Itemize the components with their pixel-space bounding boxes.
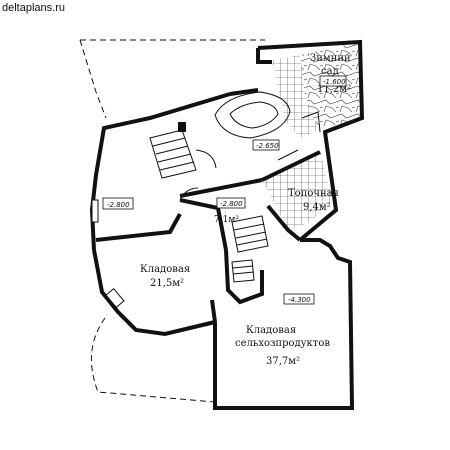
room-storage-produce: Кладовая сельхозпродуктов 37,7м² [235,325,330,367]
level-lower: -4.300 [288,296,311,304]
terrace-outline [79,39,265,403]
storage-area: 21,5м² [150,278,184,289]
level-center: -2.650 [256,142,279,150]
produce-name-1: Кладовая [246,325,296,336]
storage-name: Кладовая [140,264,190,275]
room-winter-garden: Зимний сад 11,2м² -1.600 [310,53,351,95]
windows [91,199,125,309]
pool [214,91,291,139]
room-small: -2.800 7,1м² [214,197,246,225]
room-storage: Кладовая 21,5м² [140,264,190,289]
room-boiler: Топочная 9,4м² [288,188,339,213]
winter-garden-area: 11,2м² [317,84,351,95]
small-room-level: -2.800 [220,200,243,208]
site-watermark: deltaplans.ru [2,2,65,14]
winter-garden-level: -1.600 [323,78,346,86]
winter-garden-name-1: Зимний [310,53,351,64]
produce-name-2: сельхозпродуктов [235,338,330,349]
stair-interior [231,215,269,283]
winter-garden-name-2: сад [321,66,339,77]
interior-walls [95,150,321,323]
produce-area: 37,7м² [266,356,300,367]
level-marks: -2.650 -2.800 -4.300 [102,139,315,305]
boiler-name: Топочная [288,188,339,199]
level-left: -2.800 [107,201,130,209]
boiler-room-floor [262,152,332,230]
stair-upper [149,122,197,179]
boiler-area: 9,4м² [303,202,331,213]
small-room-area: 7,1м² [214,215,239,225]
doors [179,111,321,201]
